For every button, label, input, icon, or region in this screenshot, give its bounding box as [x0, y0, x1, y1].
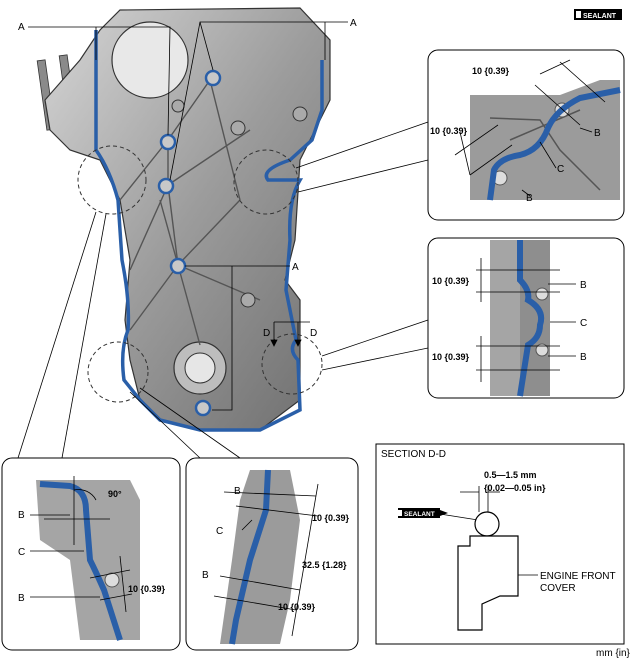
- label-c: C: [557, 164, 564, 175]
- section-d-d-box: SECTION D-D 0.5—1.5 mm {0.02—0.05 in} EN…: [375, 443, 625, 645]
- dim-10-upper: 10 {0.39}: [432, 276, 470, 286]
- sealant-bead-section: [474, 511, 500, 537]
- sealant-bead-detail: [39, 481, 123, 641]
- label-a-group: [28, 21, 348, 411]
- dim-10-top: 10 {0.39}: [472, 66, 510, 76]
- label-c: C: [580, 318, 587, 329]
- sealant-bead-path: [94, 30, 324, 432]
- sealant-bead-detail: [517, 240, 545, 397]
- label-c: C: [18, 547, 25, 558]
- label-d-left: D: [263, 328, 270, 339]
- label-b-lower: B: [526, 193, 533, 204]
- label-c: C: [216, 526, 223, 537]
- dim-10: 10 {0.39}: [128, 584, 166, 594]
- dim-10-lower: 10 {0.39}: [278, 602, 316, 612]
- label-a-middle: A: [292, 262, 299, 273]
- detail-circle-left-lower: [87, 341, 149, 403]
- detail-circle-right-lower: [261, 333, 323, 395]
- label-b-upper: B: [18, 510, 25, 521]
- svg-text:SEALANT: SEALANT: [404, 511, 435, 518]
- gap-dimension-in: {0.02—0.05 in}: [484, 483, 546, 493]
- cover-ribs: [119, 79, 261, 346]
- engine-front-cover-illustration: [36, 7, 331, 432]
- label-a-top-right: A: [350, 18, 357, 29]
- dim-10-lower: 10 {0.39}: [432, 352, 470, 362]
- sealant-bead-detail: [229, 469, 271, 645]
- detail-box-bottom-center: B 10 {0.39} C 32.5 {1.28} B 10 {0.39}: [185, 457, 359, 651]
- sealant-badge: SEALANT: [574, 9, 622, 20]
- label-b-lower: B: [202, 570, 209, 581]
- svg-text:SEALANT: SEALANT: [583, 13, 617, 20]
- bolt-bosses: [157, 69, 308, 417]
- label-b-upper: B: [580, 280, 587, 291]
- units-label: mm {in}: [596, 648, 631, 659]
- detail-leaders: [17, 121, 429, 459]
- dim-10-left: 10 {0.39}: [430, 126, 468, 136]
- part-label-line1: ENGINE FRONT: [540, 571, 616, 582]
- part-label-line2: COVER: [540, 583, 576, 594]
- sealant-tube-icon: SEALANT: [398, 508, 448, 518]
- detail-box-middle-right: 10 {0.39} 10 {0.39} B C B: [427, 237, 625, 399]
- gap-dimension-mm: 0.5—1.5 mm: [484, 470, 537, 480]
- label-b-lower: B: [580, 352, 587, 363]
- label-d-right: D: [310, 328, 317, 339]
- sealant-bead-detail: [487, 87, 621, 201]
- label-b-upper: B: [234, 486, 241, 497]
- label-a-top-left: A: [18, 22, 25, 33]
- engine-front-cover-section: [457, 535, 519, 631]
- label-b-upper: B: [594, 128, 601, 139]
- dim-32-5: 32.5 {1.28}: [302, 560, 347, 570]
- detail-box-bottom-left: 90° B C B 10 {0.39}: [1, 457, 181, 651]
- detail-box-top-right: 10 {0.39} 10 {0.39} B C B: [427, 49, 625, 221]
- label-b-lower: B: [18, 593, 25, 604]
- angle-90: 90°: [108, 489, 122, 499]
- section-title: SECTION D-D: [381, 449, 446, 460]
- detail-circle-left-upper: [77, 145, 147, 215]
- detail-circle-right-upper: [233, 149, 299, 215]
- crank-opening: [111, 21, 189, 99]
- dim-10-upper: 10 {0.39}: [312, 513, 350, 523]
- section-marks-d: [270, 321, 310, 347]
